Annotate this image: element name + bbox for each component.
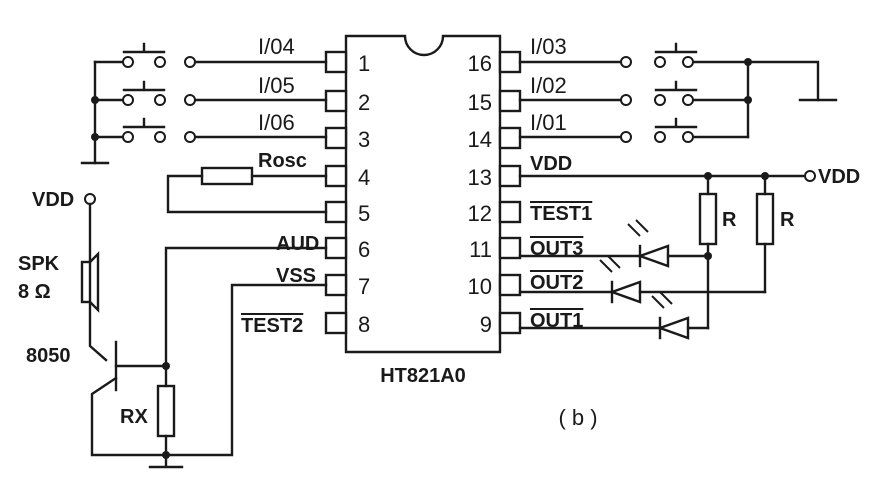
pin-label: OUT1 [530,310,583,332]
pin-number: 4 [358,165,370,190]
right-pin-pads [498,50,522,335]
left-pin-labels: I/04 I/05 I/06 Rosc AUD VSS TEST2 [241,34,319,337]
pin-number: 16 [468,51,492,76]
vdd-rail-right [518,170,816,330]
pin-number: 1 [358,51,370,76]
right-pin-numbers: 16 15 14 13 12 11 10 9 [468,51,492,337]
speaker-driver [80,193,328,469]
pin-number: 13 [468,165,492,190]
pin-label: OUT3 [530,238,583,260]
pin-label: AUD [276,233,319,255]
right-pin-labels: I/03 I/02 I/01 VDD TEST1 OUT3 OUT2 OUT1 [530,34,592,332]
pin-label: VSS [276,265,316,287]
ic-chip [344,34,502,354]
pin-label: TEST1 [530,203,592,225]
pin-label: I/01 [530,110,567,135]
pin-number: 10 [468,274,492,299]
pin-label: Rosc [258,150,307,172]
rx-label: RX [120,406,148,428]
pin-number: 8 [358,312,370,337]
resistor-r1-label: R [722,209,737,231]
pin-label: I/03 [530,34,567,59]
pin-number: 14 [468,127,492,152]
pin-number: 2 [358,90,370,115]
pin-label: I/02 [530,73,567,98]
speaker-impedance: 8 Ω [18,281,51,303]
pin-number: 3 [358,127,370,152]
rosc-resistor [166,166,328,214]
pin-number: 11 [469,237,492,262]
right-switch-network [518,42,838,143]
pin-label: VDD [530,153,572,175]
left-pin-pads [324,50,348,335]
pin-number: 6 [358,237,370,262]
left-switch-network [80,42,328,165]
vdd-left-label: VDD [32,189,74,211]
chip-name: HT821A0 [380,365,466,387]
figure-caption: ( b ) [558,405,597,430]
transistor-label: 8050 [26,345,71,367]
pin-number: 12 [468,201,492,226]
pin-number: 5 [358,201,370,226]
resistor-r2-label: R [780,209,795,231]
pin-label: OUT2 [530,272,583,294]
pin-number: 15 [468,90,492,115]
pin-label: TEST2 [241,315,303,337]
left-pin-numbers: 1 2 3 4 5 6 7 8 [358,51,370,337]
pin-label: I/05 [258,73,295,98]
pin-number: 7 [358,274,370,299]
pin-number: 9 [480,312,492,337]
pin-label: I/04 [258,34,295,59]
led-out3 [518,219,710,268]
led-out1 [518,291,710,340]
pin-label: I/06 [258,110,295,135]
speaker-label: SPK [18,253,60,275]
vdd-right-label: VDD [818,166,860,188]
